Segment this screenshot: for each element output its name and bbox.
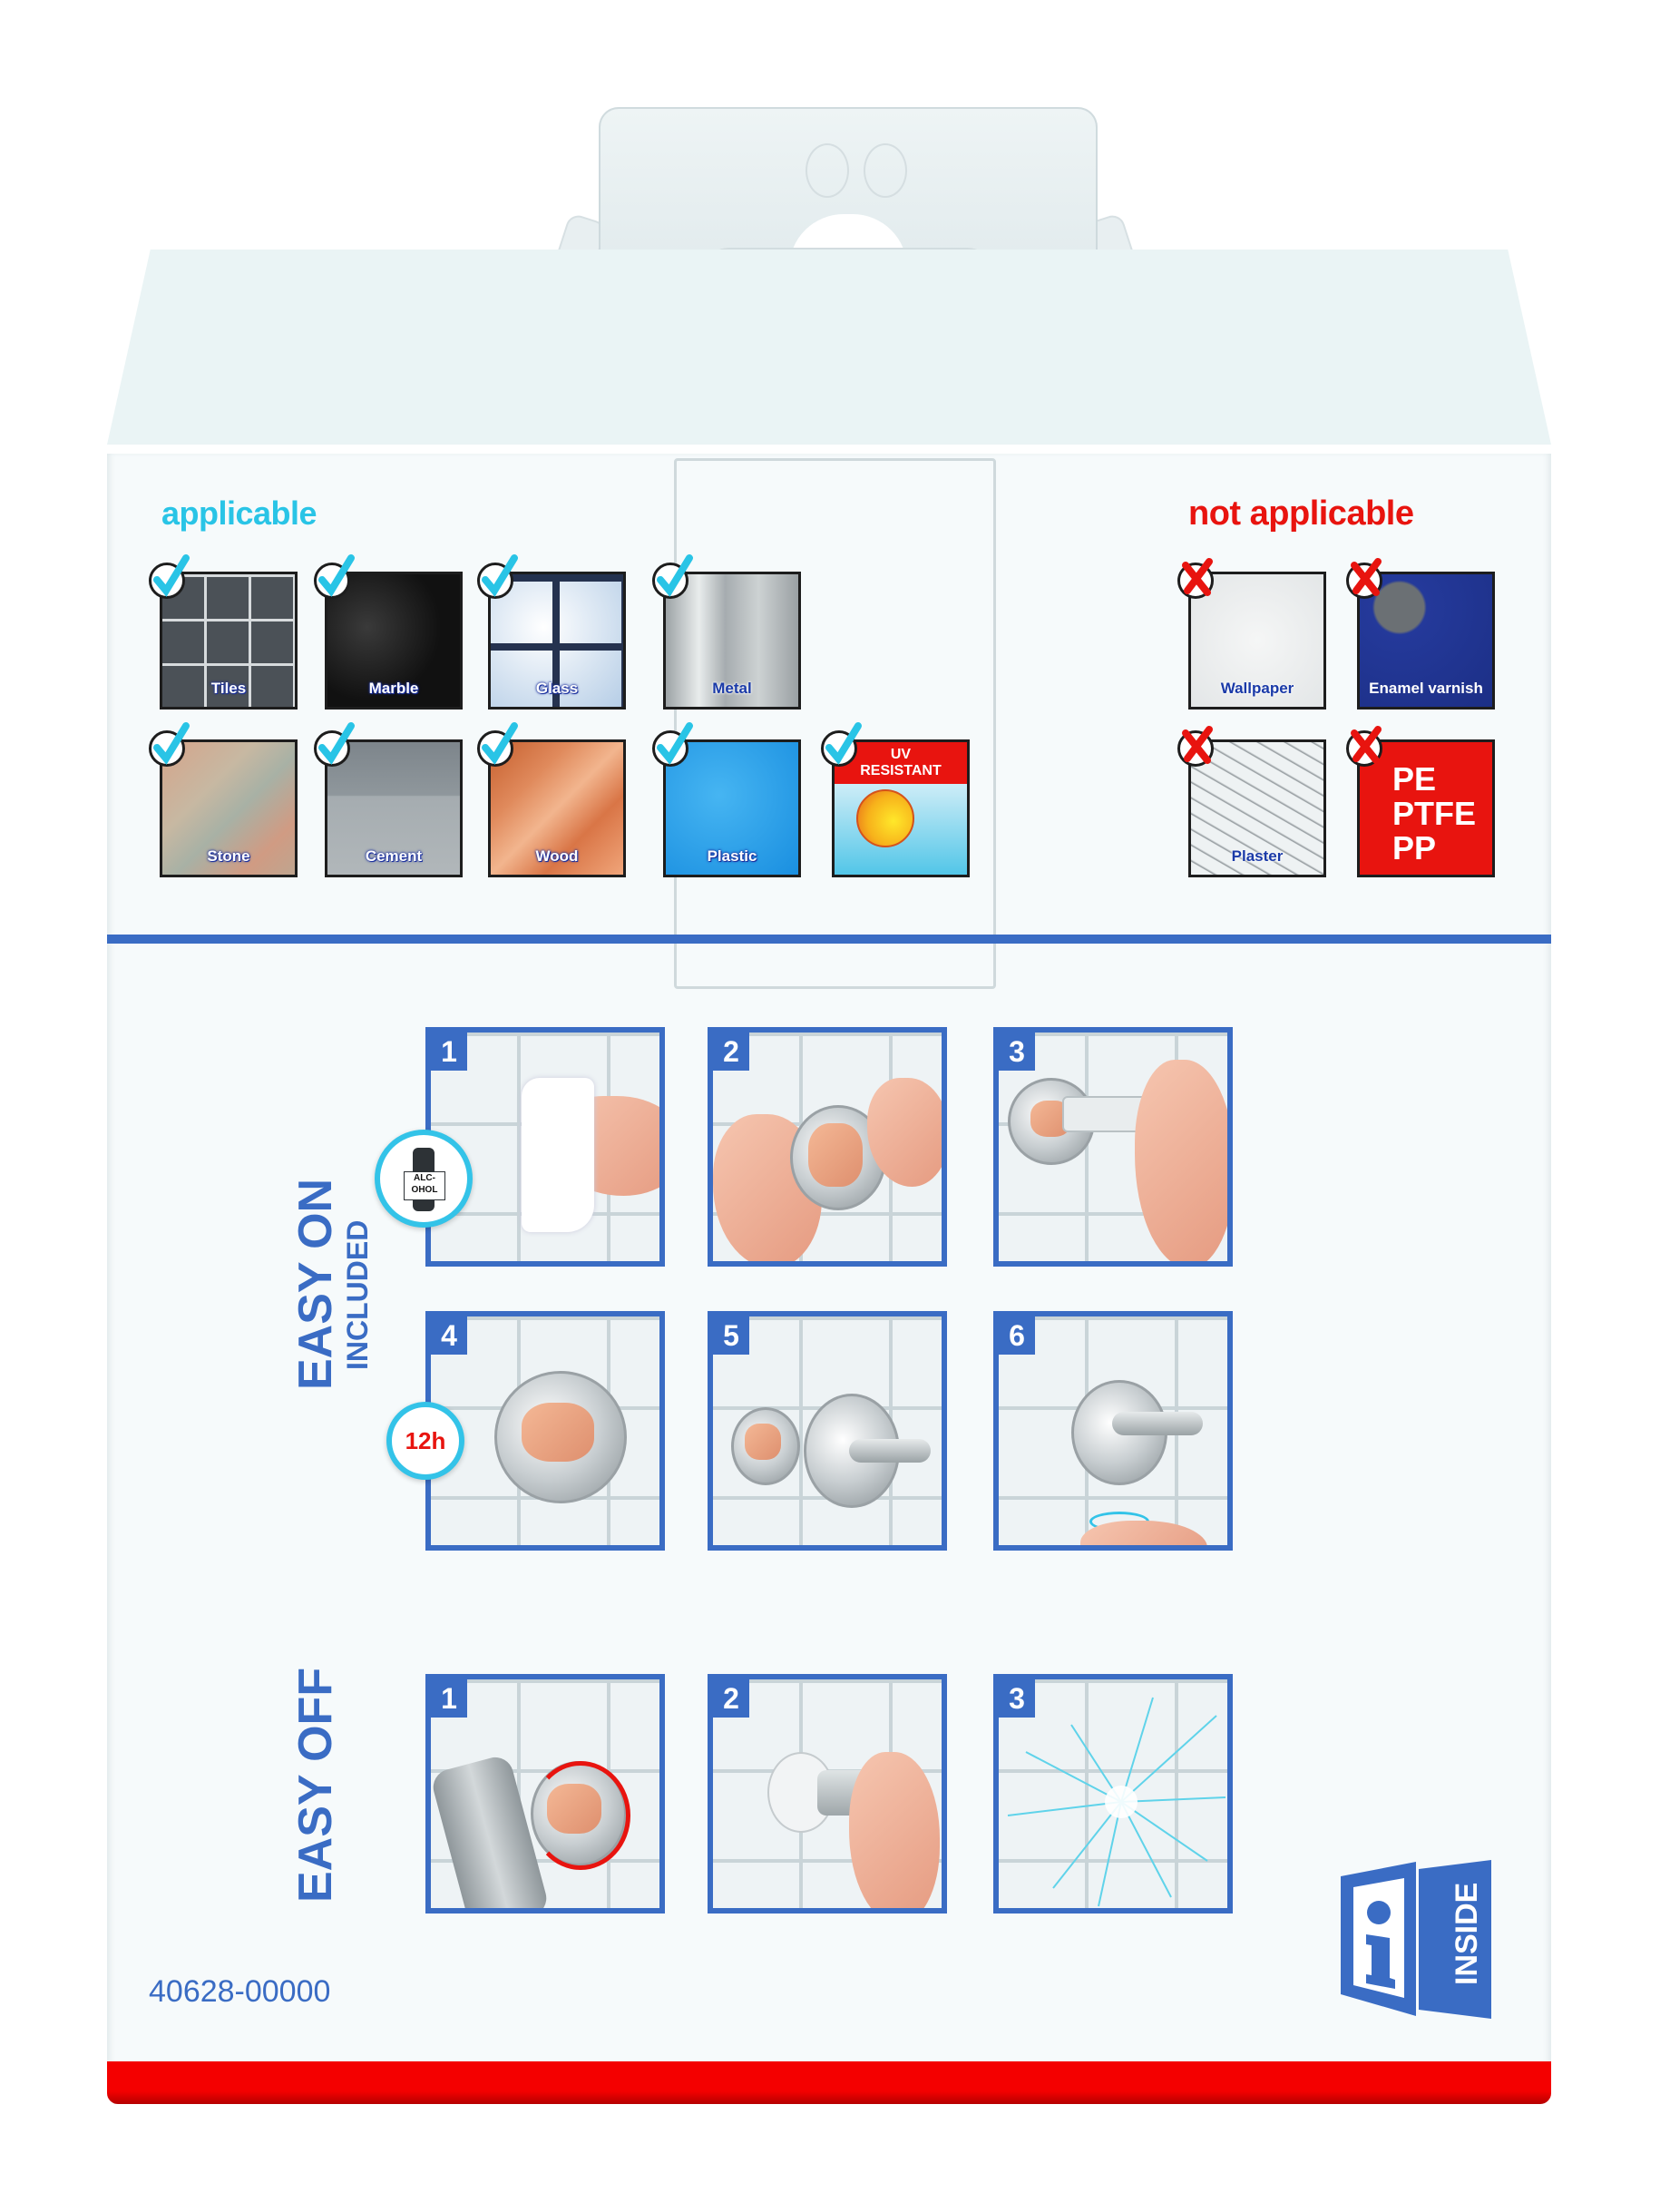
info-inside-label: INSIDE bbox=[1450, 1882, 1484, 1985]
wrench-illustration bbox=[431, 1753, 551, 1908]
clean-sparkle-icon bbox=[1007, 1697, 1226, 1907]
step-number: 1 bbox=[431, 1033, 467, 1071]
step-number: 4 bbox=[431, 1316, 467, 1355]
surface-tile-enamel-varnish: Enamel varnish bbox=[1357, 572, 1495, 710]
surface-tile-plaster: Plaster bbox=[1188, 739, 1326, 877]
step-number: 2 bbox=[713, 1033, 749, 1071]
hook-arm-illustration bbox=[849, 1439, 931, 1463]
easy-off-title: EASY OFF bbox=[289, 1667, 342, 1903]
check-icon bbox=[652, 554, 693, 599]
check-icon bbox=[149, 722, 190, 767]
alcohol-label-line: ALC- bbox=[414, 1173, 435, 1183]
alcohol-label: ALC- OHOL bbox=[404, 1171, 445, 1200]
easy-on-step-2: 2 bbox=[708, 1027, 947, 1267]
easy-on-step-5: 5 bbox=[708, 1311, 947, 1551]
surface-tile-tiles: Tiles bbox=[160, 572, 298, 710]
alcohol-bottle-badge: ALC- OHOL bbox=[375, 1130, 473, 1228]
surface-tile-plastic: Plastic bbox=[663, 739, 801, 877]
info-icon bbox=[1341, 1860, 1491, 2019]
not-applicable-heading: not applicable bbox=[1188, 494, 1414, 533]
surface-label: Cement bbox=[365, 847, 423, 865]
cross-icon bbox=[1177, 726, 1214, 767]
uv-resistant-tile: UV RESISTANT bbox=[832, 739, 970, 877]
surface-tile-wood: Wood bbox=[488, 739, 626, 877]
polymer-line: PE bbox=[1392, 760, 1437, 798]
check-icon bbox=[149, 554, 190, 599]
adhesive-pad-illustration bbox=[808, 1123, 863, 1187]
easy-on-subtitle: INCLUDED bbox=[341, 1219, 374, 1370]
cross-icon bbox=[1346, 558, 1382, 599]
surface-tile-marble: Marble bbox=[325, 572, 463, 710]
article-number: 40628-00000 bbox=[149, 1974, 331, 2009]
step-number: 5 bbox=[713, 1316, 749, 1355]
surface-tile-metal: Metal bbox=[663, 572, 801, 710]
applicable-heading: applicable bbox=[161, 494, 317, 532]
check-icon bbox=[314, 554, 355, 599]
easy-off-step-1: 1 bbox=[425, 1674, 665, 1913]
surface-label: Glass bbox=[535, 680, 579, 697]
adhesive-pad-illustration bbox=[522, 1403, 594, 1462]
hand-illustration bbox=[1080, 1521, 1207, 1545]
cross-icon bbox=[1177, 558, 1214, 599]
uv-text-line: RESISTANT bbox=[860, 763, 942, 778]
step-number: 2 bbox=[713, 1679, 749, 1718]
easy-on-step-6: 6 bbox=[993, 1311, 1233, 1551]
step-number: 6 bbox=[999, 1316, 1035, 1355]
check-icon bbox=[652, 722, 693, 767]
surface-label: Metal bbox=[712, 680, 752, 697]
uv-text-line: UV bbox=[890, 747, 912, 762]
brand-stripe bbox=[107, 2061, 1551, 2104]
polymer-list: PE PTFE PP bbox=[1392, 762, 1476, 866]
hand-illustration bbox=[867, 1078, 942, 1187]
step-number: 3 bbox=[999, 1679, 1035, 1718]
surface-tile-glass: Glass bbox=[488, 572, 626, 710]
section-divider bbox=[107, 935, 1551, 944]
hanger-emboss-circle bbox=[864, 143, 907, 198]
surface-label: Tiles bbox=[210, 680, 247, 697]
cross-icon bbox=[1346, 726, 1382, 767]
surface-label: Wood bbox=[535, 847, 579, 865]
surface-tile-wallpaper: Wallpaper bbox=[1188, 572, 1326, 710]
rotate-arrow-icon bbox=[531, 1761, 630, 1870]
surface-tile-polymers: PE PTFE PP bbox=[1357, 739, 1495, 877]
easy-off-step-3: 3 bbox=[993, 1674, 1233, 1913]
surface-label: Plastic bbox=[707, 847, 757, 865]
polymer-line: PP bbox=[1392, 829, 1437, 866]
surface-label: Plaster bbox=[1231, 847, 1284, 865]
hand-illustration bbox=[849, 1752, 940, 1908]
step-number: 1 bbox=[431, 1679, 467, 1718]
easy-on-title: EASY ON bbox=[289, 1178, 342, 1390]
hand-illustration bbox=[1135, 1060, 1227, 1261]
sun-icon bbox=[856, 789, 914, 847]
check-icon bbox=[314, 722, 355, 767]
cure-time-badge: 12h bbox=[386, 1402, 464, 1480]
cloth-illustration bbox=[522, 1078, 594, 1232]
surface-label: Stone bbox=[207, 847, 250, 865]
adhesive-pad-illustration bbox=[745, 1424, 781, 1460]
surface-label: Marble bbox=[368, 680, 419, 697]
surface-label: Wallpaper bbox=[1220, 680, 1294, 697]
box-top-face bbox=[107, 250, 1551, 445]
easy-on-step-4: 4 bbox=[425, 1311, 665, 1551]
uv-resistant-banner: UV RESISTANT bbox=[835, 742, 967, 784]
easy-on-step-1: 1 bbox=[425, 1027, 665, 1267]
surface-label: Enamel varnish bbox=[1369, 680, 1483, 697]
check-icon bbox=[477, 722, 518, 767]
step-number: 3 bbox=[999, 1033, 1035, 1071]
check-icon bbox=[477, 554, 518, 599]
alcohol-label-line: OHOL bbox=[411, 1185, 438, 1195]
easy-on-step-3: 3 bbox=[993, 1027, 1233, 1267]
polymer-line: PTFE bbox=[1392, 795, 1477, 832]
surface-tile-cement: Cement bbox=[325, 739, 463, 877]
hanger-emboss-circle bbox=[806, 143, 849, 198]
hook-arm-illustration bbox=[1112, 1412, 1203, 1435]
cure-time-text: 12h bbox=[405, 1427, 446, 1454]
check-icon bbox=[821, 722, 862, 767]
info-inside-badge: INSIDE bbox=[1339, 1860, 1493, 2019]
easy-off-step-2: 2 bbox=[708, 1674, 947, 1913]
surface-tile-stone: Stone bbox=[160, 739, 298, 877]
